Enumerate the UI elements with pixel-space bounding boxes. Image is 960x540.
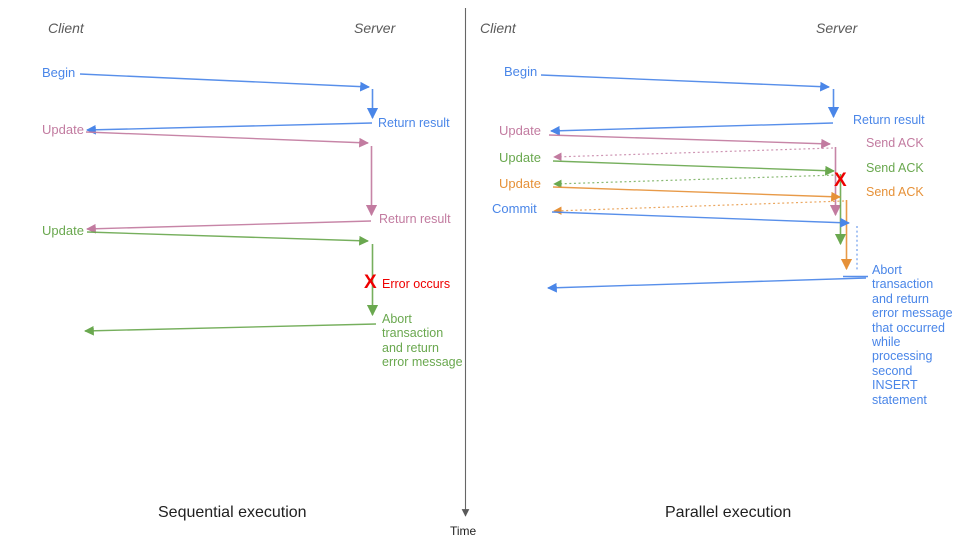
right-begin-request-arrow [540,74,830,92]
left-return-result-1-label: Return result [378,116,450,130]
right-send-ack-2-arrow [553,174,839,188]
left-abort-message: Abort transaction and return error messa… [382,312,463,370]
right-send-ack-1-label: Send ACK [866,136,924,150]
left-begin-label: Begin [42,65,76,80]
time-axis-label: Time [450,524,477,538]
right-update-2-request-arrow [552,160,835,176]
right-commit-request-arrow [551,211,850,228]
right-send-ack-3-arrow [553,200,845,215]
right-return-result-label: Return result [853,113,925,127]
right-update-3-label: Update [499,176,541,191]
left-return-result-1-arrow [86,122,373,135]
right-update-3-request-arrow [552,186,841,202]
right-panel-title: Parallel execution [665,504,792,521]
right-send-ack-3-label: Send ACK [866,185,924,199]
left-return-result-2-arrow [86,220,372,234]
right-begin-label: Begin [504,64,538,79]
right-update-1-request-arrow [548,134,831,149]
left-error-x-icon: X [364,272,377,293]
right-send-ack-1-arrow [553,147,834,161]
left-error-occurs-label: Error occurs [382,277,451,291]
right-return-result-arrow [550,122,834,136]
right-server-header: Server [816,20,858,36]
left-panel-title: Sequential execution [158,504,307,521]
right-error-x-icon: X [834,170,847,191]
left-return-result-2-label: Return result [379,212,451,226]
left-client-header: Client [48,20,84,36]
left-update-1-label: Update [42,122,84,137]
left-update-1-request-arrow [85,131,369,148]
right-commit-label: Commit [492,201,537,216]
left-update-2-label: Update [42,223,84,238]
left-server-header: Server [354,20,396,36]
right-abort-return-arrow [547,277,867,293]
left-begin-request-arrow [79,73,370,92]
right-abort-message: Abort transaction and return error messa… [872,263,953,407]
right-send-ack-2-label: Send ACK [866,161,924,175]
right-client-header: Client [480,20,516,36]
right-update-1-label: Update [499,123,541,138]
left-abort-return-arrow [84,323,377,336]
right-update-2-label: Update [499,150,541,165]
left-update-2-request-arrow [86,231,369,246]
